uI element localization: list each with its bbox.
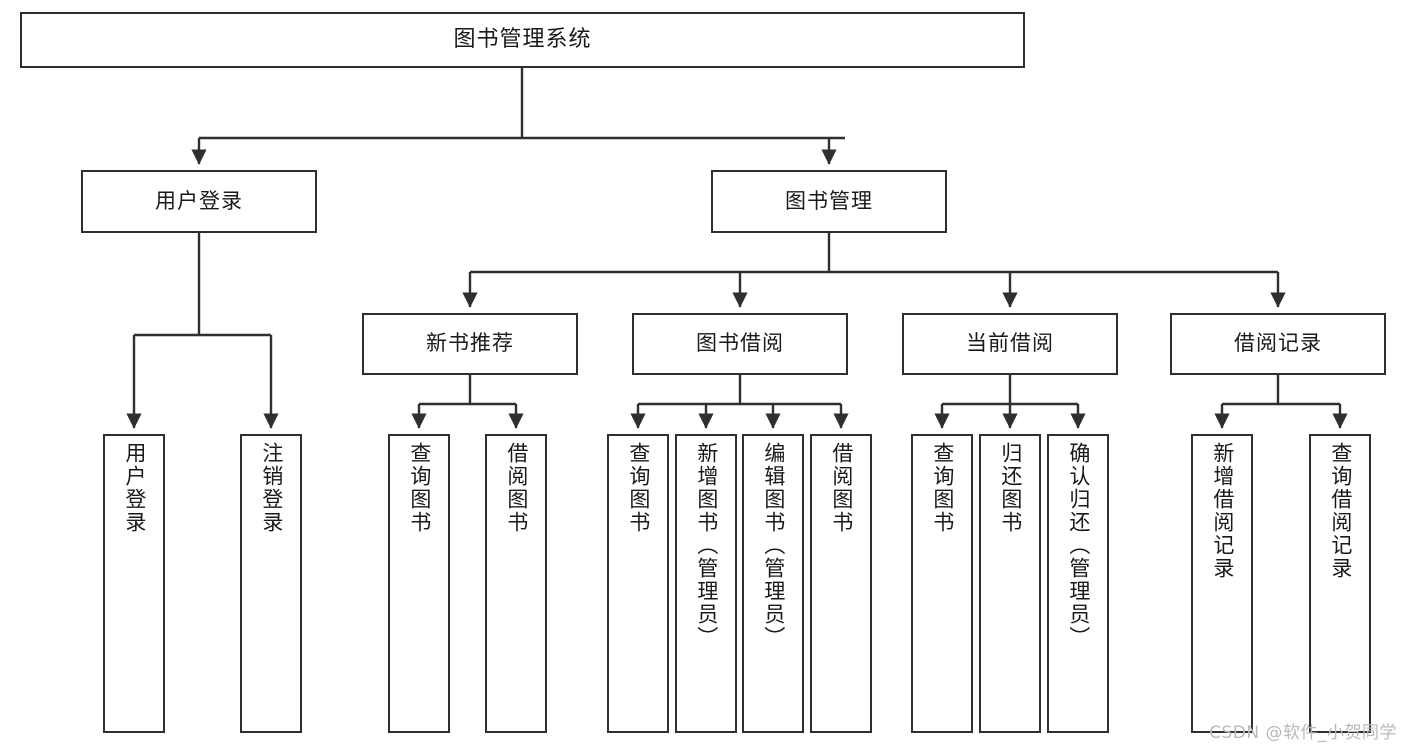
node-leaf-add-book-label: 新增图书（管理员）	[694, 442, 719, 649]
node-leaf-query-book-2-label: 查询图书	[626, 442, 651, 534]
node-book-manage-label: 图书管理	[785, 188, 873, 213]
node-leaf-add-record-label: 新增借阅记录	[1210, 442, 1235, 580]
node-leaf-confirm-return[interactable]: 确认归还（管理员）	[1047, 434, 1109, 733]
node-leaf-borrow-book-1-label: 借阅图书	[504, 442, 529, 534]
node-leaf-user-login[interactable]: 用户登录	[103, 434, 165, 733]
node-leaf-return-book[interactable]: 归还图书	[979, 434, 1041, 733]
node-leaf-user-logout[interactable]: 注销登录	[240, 434, 302, 733]
node-leaf-query-book-3-label: 查询图书	[930, 442, 955, 534]
node-leaf-query-book-3[interactable]: 查询图书	[911, 434, 973, 733]
node-book-manage[interactable]: 图书管理	[711, 170, 947, 233]
node-leaf-edit-book-label: 编辑图书（管理员）	[761, 442, 786, 649]
node-leaf-edit-book[interactable]: 编辑图书（管理员）	[742, 434, 804, 733]
node-book-borrow[interactable]: 图书借阅	[632, 313, 848, 375]
node-new-book-rec-label: 新书推荐	[426, 331, 514, 356]
node-leaf-query-book-2[interactable]: 查询图书	[607, 434, 669, 733]
node-book-borrow-label: 图书借阅	[696, 331, 784, 356]
node-leaf-borrow-book-2[interactable]: 借阅图书	[810, 434, 872, 733]
node-user-login[interactable]: 用户登录	[81, 170, 317, 233]
node-borrow-record[interactable]: 借阅记录	[1170, 313, 1386, 375]
node-leaf-add-record[interactable]: 新增借阅记录	[1191, 434, 1253, 733]
csdn-watermark: CSDN @软件_小贺同学	[1209, 723, 1397, 743]
node-leaf-confirm-return-label: 确认归还（管理员）	[1066, 442, 1091, 649]
node-leaf-query-record[interactable]: 查询借阅记录	[1309, 434, 1371, 733]
node-current-borrow[interactable]: 当前借阅	[902, 313, 1118, 375]
node-borrow-record-label: 借阅记录	[1234, 331, 1322, 356]
node-user-login-label: 用户登录	[155, 188, 243, 213]
node-leaf-borrow-book-1[interactable]: 借阅图书	[485, 434, 547, 733]
node-leaf-query-book-1-label: 查询图书	[407, 442, 432, 534]
node-new-book-rec[interactable]: 新书推荐	[362, 313, 578, 375]
node-root[interactable]: 图书管理系统	[20, 12, 1025, 68]
node-leaf-user-logout-label: 注销登录	[259, 442, 284, 534]
node-leaf-add-book[interactable]: 新增图书（管理员）	[675, 434, 737, 733]
node-leaf-query-record-label: 查询借阅记录	[1328, 442, 1353, 580]
node-leaf-query-book-1[interactable]: 查询图书	[388, 434, 450, 733]
node-current-borrow-label: 当前借阅	[966, 331, 1054, 356]
node-leaf-return-book-label: 归还图书	[998, 442, 1023, 534]
node-leaf-user-login-label: 用户登录	[122, 442, 147, 534]
node-root-label: 图书管理系统	[453, 26, 592, 52]
node-leaf-borrow-book-2-label: 借阅图书	[829, 442, 854, 534]
